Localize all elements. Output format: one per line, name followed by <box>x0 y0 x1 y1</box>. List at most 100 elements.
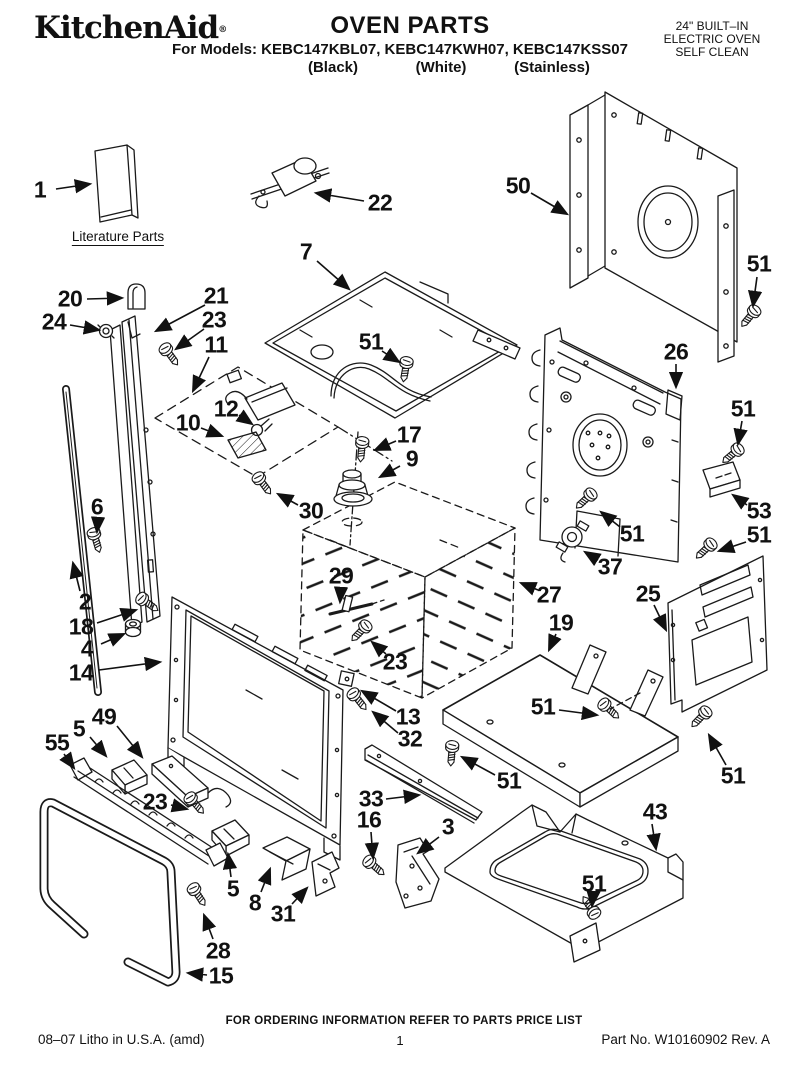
arrow-to-part-12 <box>235 409 254 426</box>
arrow-to-part-18 <box>96 607 139 624</box>
arrow-to-part-51 <box>381 347 402 364</box>
arrow-to-part-53 <box>731 493 750 510</box>
callout-26: 26 <box>663 338 689 365</box>
callout-51: 51 <box>730 395 756 422</box>
arrow-to-part-9 <box>377 463 401 479</box>
callout-51: 51 <box>720 762 746 789</box>
callout-1: 1 <box>33 176 47 203</box>
callout-12: 12 <box>213 395 239 422</box>
callout-55: 55 <box>44 729 70 756</box>
part-50-rear-panel <box>569 91 738 363</box>
part-43-bottom-tray <box>444 804 684 963</box>
arrow-to-part-43 <box>646 823 661 852</box>
part-21-side-rail <box>109 315 161 628</box>
callout-8: 8 <box>248 889 262 916</box>
callout-30: 30 <box>298 497 324 524</box>
ordering-note: FOR ORDERING INFORMATION REFER TO PARTS … <box>225 1015 583 1027</box>
callout-22: 22 <box>367 189 393 216</box>
arrow-to-part-24 <box>69 320 102 335</box>
callout-29: 29 <box>328 562 354 589</box>
callout-16: 16 <box>356 806 382 833</box>
part-9-vent <box>333 469 373 507</box>
arrow-to-part-7 <box>316 260 351 291</box>
arrow-to-part-51 <box>558 705 600 721</box>
arrow-to-part-1 <box>55 179 93 194</box>
arrow-to-part-25 <box>652 604 668 633</box>
arrow-to-part-16 <box>364 831 380 861</box>
part-15-door-gasket <box>39 798 181 987</box>
callout-43: 43 <box>642 798 668 825</box>
callout-51: 51 <box>581 870 607 897</box>
part-4-grommet <box>124 618 142 638</box>
literature-parts-label: Literature Parts <box>71 229 165 246</box>
part-37-thermostat <box>555 520 590 563</box>
callout-21: 21 <box>203 282 229 309</box>
arrow-to-part-50 <box>530 192 570 216</box>
callout-10: 10 <box>175 409 201 436</box>
registered-mark: ® <box>218 25 227 35</box>
callout-14: 14 <box>68 659 94 686</box>
part-49-bar <box>151 755 232 808</box>
arrow-to-part-55 <box>59 751 76 770</box>
arrow-to-part-2 <box>69 560 84 592</box>
callout-23: 23 <box>201 306 227 333</box>
callout-51: 51 <box>619 520 645 547</box>
page-number: 1 <box>396 1033 404 1048</box>
callout-3: 3 <box>441 813 455 840</box>
part-20-end-cap <box>127 283 146 310</box>
arrow-to-part-22 <box>313 188 365 203</box>
callout-31: 31 <box>270 900 296 927</box>
callout-19: 19 <box>548 609 574 636</box>
part-1-literature-book <box>94 144 139 223</box>
part-number: Part No. W10160902 Rev. A <box>601 1032 770 1047</box>
arrow-to-part-51 <box>733 420 748 447</box>
arrow-to-part-51 <box>747 276 763 309</box>
callout-37: 37 <box>597 553 623 580</box>
callout-6: 6 <box>90 493 104 520</box>
part-55-mesh-gasket <box>69 757 229 867</box>
part-2-side-trim <box>62 385 102 696</box>
callout-49: 49 <box>91 703 117 730</box>
callout-20: 20 <box>57 285 83 312</box>
arrow-to-part-4 <box>100 633 127 647</box>
arrow-to-part-17 <box>372 437 397 451</box>
arrow-to-part-19 <box>548 633 562 653</box>
arrow-to-part-49 <box>116 725 144 759</box>
part-14-front-frame <box>167 596 344 861</box>
callout-13: 13 <box>395 703 421 730</box>
arrow-to-part-21 <box>153 304 206 333</box>
part-26-cavity-rear-panel <box>525 327 683 563</box>
callout-33: 33 <box>358 785 384 812</box>
arrow-to-part-14 <box>98 656 163 672</box>
arrow-to-part-37 <box>582 550 602 567</box>
arrow-to-part-33 <box>385 789 422 804</box>
arrow-to-part-3 <box>416 836 440 855</box>
arrow-to-part-6 <box>90 516 106 535</box>
variant-label: (Black) <box>307 59 359 76</box>
callout-51: 51 <box>530 693 556 720</box>
callout-32: 32 <box>397 725 423 752</box>
callout-28: 28 <box>205 937 231 964</box>
part-10-lens-glass <box>227 431 267 459</box>
part-19-shelf <box>442 644 679 808</box>
part-3-bracket <box>395 837 440 909</box>
callout-23: 23 <box>382 648 408 675</box>
callout-9: 9 <box>405 445 419 472</box>
part-31-bracket <box>311 851 340 897</box>
part-8-bracket <box>262 836 311 881</box>
callout-50: 50 <box>505 172 531 199</box>
variant-label: (Stainless) <box>514 59 590 76</box>
arrow-to-part-30 <box>275 492 299 508</box>
arrow-to-part-51 <box>716 539 747 554</box>
callout-5: 5 <box>72 715 86 742</box>
page-title: OVEN PARTS <box>330 12 490 39</box>
callout-11: 11 <box>204 331 228 358</box>
callout-51: 51 <box>746 521 772 548</box>
arrow-to-part-51 <box>599 510 621 528</box>
part-5-spacer-a <box>111 759 148 795</box>
callout-51: 51 <box>358 328 384 355</box>
callout-51: 51 <box>496 767 522 794</box>
